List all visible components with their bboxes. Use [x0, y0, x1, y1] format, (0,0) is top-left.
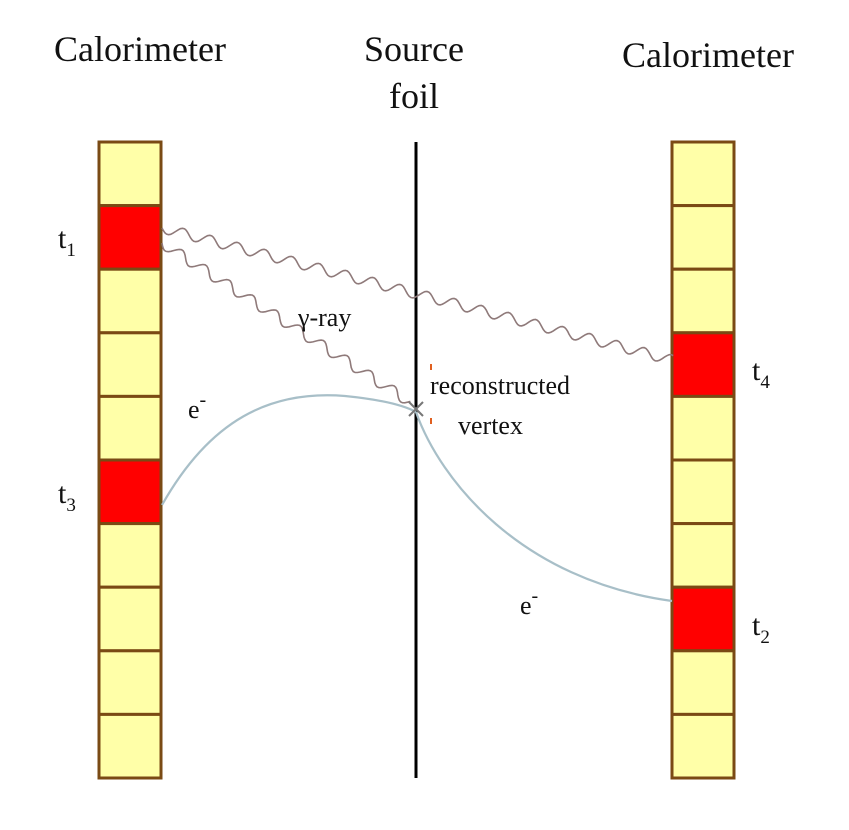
right-calorimeter-column — [670, 140, 736, 780]
timestamp-base: t — [58, 477, 67, 510]
right-calorimeter-cell — [670, 140, 736, 208]
vertex-label-line1: reconstructed — [430, 371, 570, 400]
left-calorimeter-cell — [97, 267, 163, 335]
electron-label-left: e- — [188, 389, 206, 424]
gamma-track-lower — [161, 242, 411, 404]
right-calorimeter-cell — [670, 458, 736, 526]
right-calorimeter-cell — [670, 712, 736, 780]
left-calorimeter-column — [97, 140, 163, 780]
source-label-line1: Source — [364, 29, 464, 69]
left-calorimeter-cell — [97, 394, 163, 462]
timestamp-subscript: 4 — [760, 372, 770, 393]
left-calorimeter-label: Calorimeter — [54, 29, 226, 69]
right-calorimeter-cell — [670, 204, 736, 271]
electron-track-left — [161, 394, 417, 506]
timestamp-t3: t3 — [58, 477, 76, 516]
vertex-tick-mark — [430, 364, 432, 370]
timestamp-t2: t2 — [752, 609, 770, 648]
right-calorimeter-cell-hit — [670, 331, 736, 398]
electron-symbol: e — [188, 395, 200, 424]
left-calorimeter-cell-hit — [97, 458, 163, 526]
vertex-tick-mark — [430, 418, 432, 424]
timestamp-base: t — [752, 354, 761, 387]
electron-label-right: e- — [520, 585, 538, 620]
timestamp-subscript: 1 — [66, 240, 76, 261]
left-calorimeter-cell — [97, 522, 163, 589]
electron-charge: - — [200, 389, 207, 411]
left-calorimeter-cell — [97, 331, 163, 398]
electron-track-right — [414, 411, 673, 603]
vertex-label-line2: vertex — [458, 411, 523, 440]
gamma-track-upper — [161, 227, 674, 362]
timestamp-base: t — [58, 222, 67, 255]
gamma-ray-label: γ-ray — [297, 303, 351, 332]
right-calorimeter-cell — [670, 522, 736, 589]
timestamp-t1: t1 — [58, 222, 76, 261]
right-calorimeter-cell-hit — [670, 585, 736, 653]
left-calorimeter-cell — [97, 712, 163, 780]
timestamp-t4: t4 — [752, 354, 770, 393]
timestamp-subscript: 2 — [760, 627, 770, 648]
right-calorimeter-cell — [670, 267, 736, 335]
left-calorimeter-cell — [97, 140, 163, 208]
electron-symbol: e — [520, 591, 532, 620]
timestamp-base: t — [752, 609, 761, 642]
right-calorimeter-cell — [670, 649, 736, 716]
left-calorimeter-cell — [97, 649, 163, 716]
right-calorimeter-cell — [670, 394, 736, 462]
timestamp-subscript: 3 — [66, 495, 76, 516]
left-calorimeter-cell-hit — [97, 204, 163, 271]
vertex-marker-icon — [408, 401, 424, 417]
left-calorimeter-cell — [97, 585, 163, 653]
right-calorimeter-label: Calorimeter — [622, 35, 794, 75]
electron-charge: - — [532, 585, 539, 607]
source-label-line2: foil — [389, 76, 439, 116]
